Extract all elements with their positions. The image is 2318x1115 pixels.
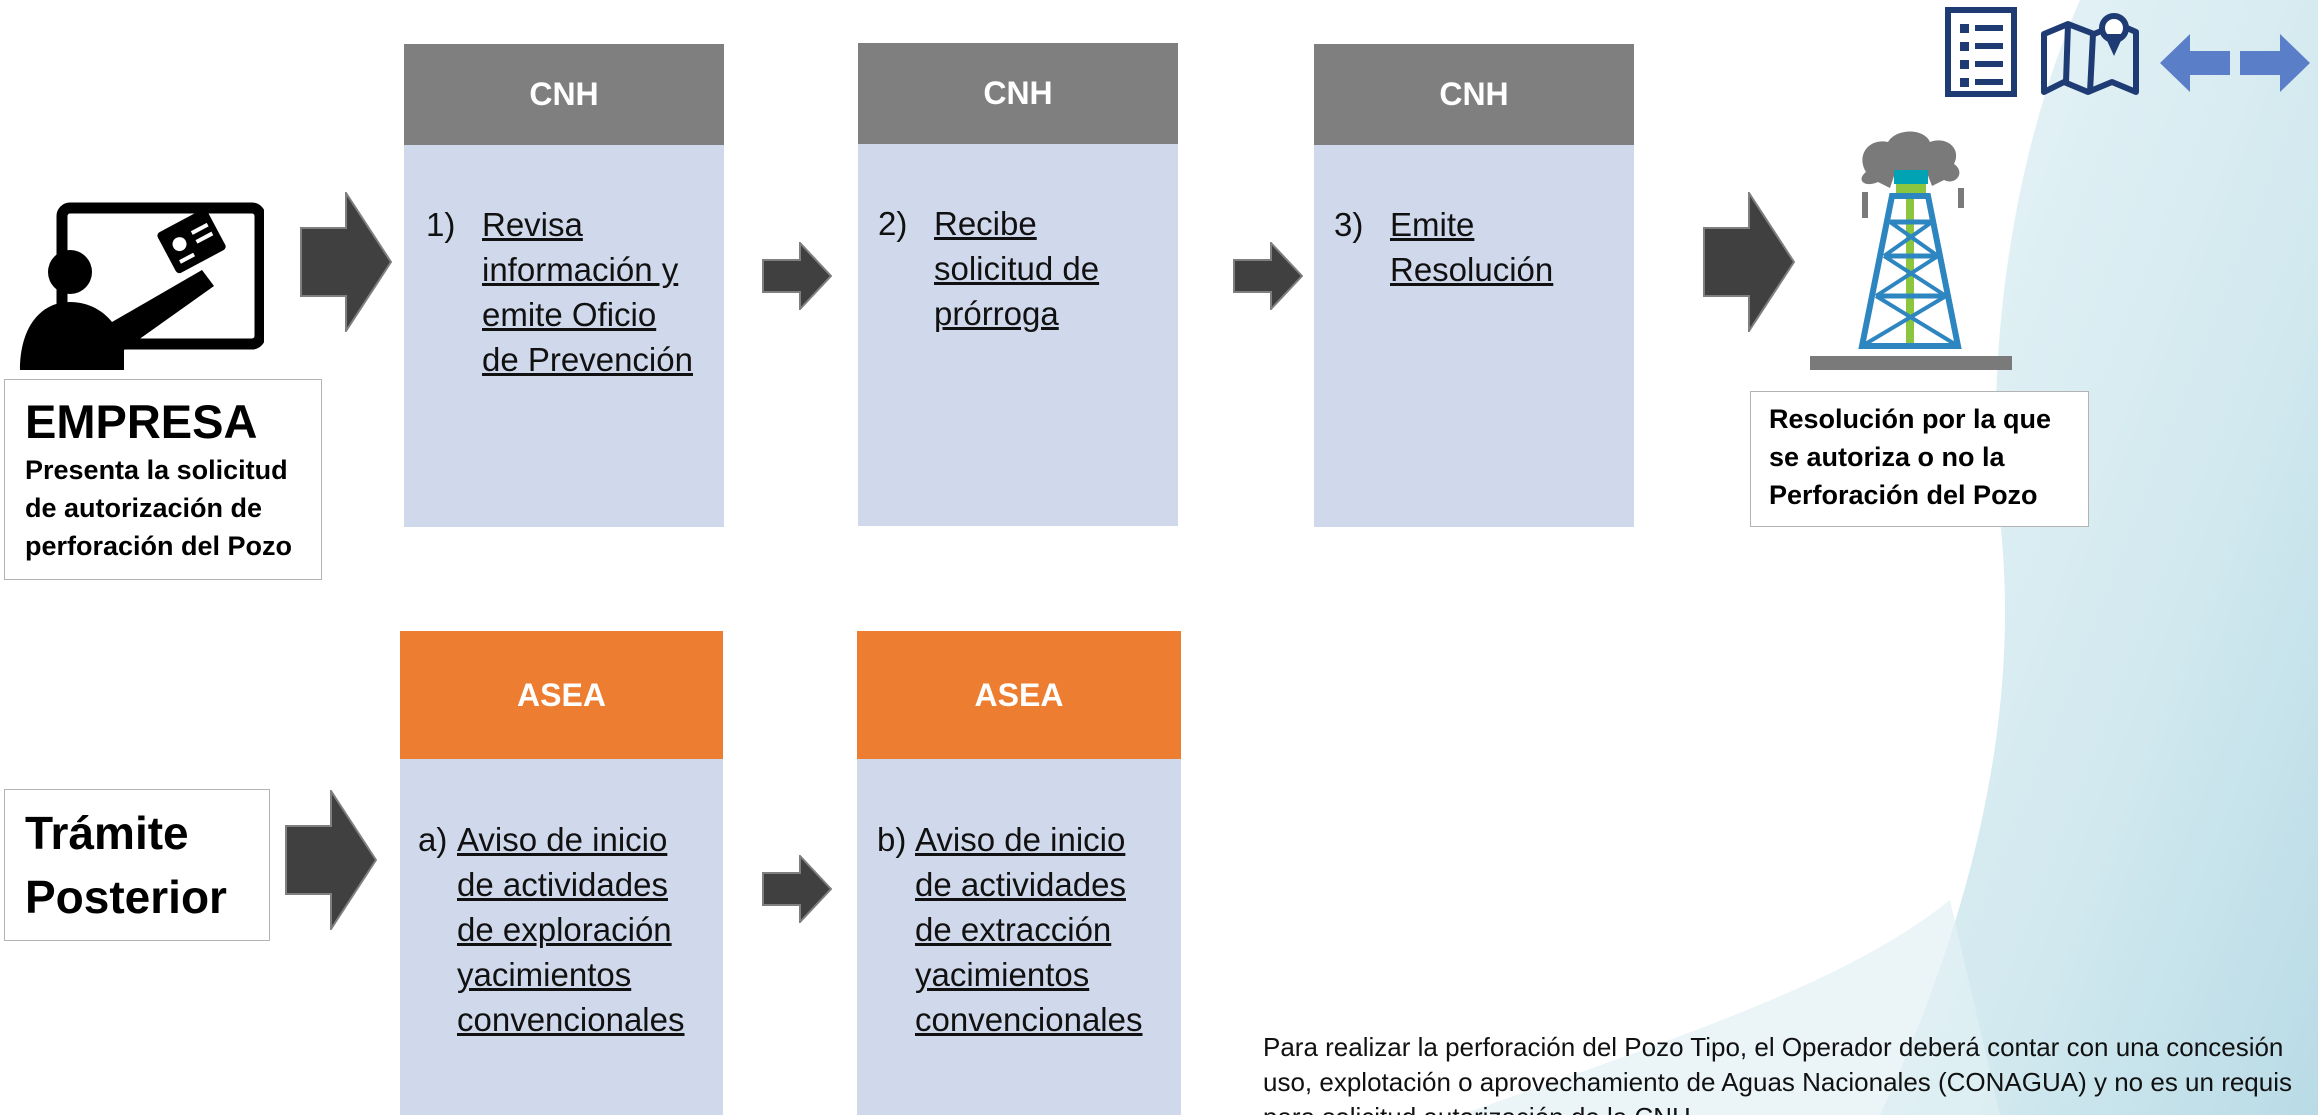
step-line: emite Oficio [482, 296, 657, 333]
step-line: yacimientos [915, 956, 1090, 993]
asea-step-box: ASEA a) Aviso de inicio de actividades d… [400, 631, 723, 1115]
tramite-line1: Trámite [25, 807, 189, 859]
step-line: Aviso de inicio [915, 821, 1126, 858]
step-number: b) [877, 821, 907, 858]
asea-step-text: a) Aviso de inicio de actividades de exp… [418, 817, 685, 1042]
step-description[interactable]: Emite Resolución [1390, 202, 1553, 292]
flow-arrow [762, 242, 832, 310]
asea-header: ASEA [857, 631, 1181, 759]
cnh-step-text: 1) Revisa información y emite Oficio de … [426, 202, 693, 382]
resolution-line2: se autoriza o no la [1769, 442, 2005, 472]
step-line: de actividades [457, 866, 668, 903]
cnh-step-box: CNH 2) Recibe solicitud de prórroga [858, 43, 1178, 526]
tramite-line2: Posterior [25, 871, 227, 923]
resolution-line1: Resolución por la que [1769, 404, 2052, 434]
asea-step-text: b) Aviso de inicio de actividades de ext… [877, 817, 1143, 1042]
step-line: Revisa [482, 206, 583, 243]
footnote-line: uso, explotación o aprovechamiento de Ag… [1263, 1067, 2293, 1097]
presenter-icon [20, 202, 264, 370]
cnh-header: CNH [404, 44, 724, 145]
resolution-box: Resolución por la que se autoriza o no l… [1750, 391, 2089, 527]
flow-arrow [300, 192, 392, 332]
flow-arrow [762, 855, 832, 923]
step-line: de exploración [457, 911, 672, 948]
asea-header: ASEA [400, 631, 723, 759]
list-icon[interactable] [1944, 6, 2020, 98]
step-line: convencionales [915, 1001, 1143, 1038]
step-number: 1) [426, 206, 456, 243]
step-number: 2) [878, 205, 908, 242]
step-description[interactable]: Revisa información y emite Oficio de Pre… [482, 202, 693, 382]
step-description[interactable]: Aviso de inicio de actividades de extrac… [915, 817, 1143, 1042]
step-line: información y [482, 251, 679, 288]
flow-arrow [1233, 242, 1303, 310]
step-number: 3) [1334, 206, 1364, 243]
step-description[interactable]: Aviso de inicio de actividades de explor… [457, 817, 685, 1042]
step-line: Aviso de inicio [457, 821, 668, 858]
cnh-header: CNH [858, 43, 1178, 144]
step-line: Recibe [934, 205, 1037, 242]
empresa-line3: perforación del Pozo [25, 531, 293, 561]
resolution-line3: Perforación del Pozo [1769, 480, 2038, 510]
asea-step-box: ASEA b) Aviso de inicio de actividades d… [857, 631, 1181, 1115]
step-line: solicitud de [934, 250, 1100, 287]
footnote: Para realizar la perforación del Pozo Ti… [1263, 1030, 2318, 1115]
flow-arrow [285, 790, 377, 930]
step-line: convencionales [457, 1001, 685, 1038]
oil-rig-icon [1810, 131, 2012, 370]
cnh-step-text: 3) Emite Resolución [1334, 202, 1553, 292]
arrow-left-icon[interactable] [2160, 34, 2230, 92]
tramite-posterior-box: Trámite Posterior [4, 789, 270, 941]
step-line: Resolución [1390, 251, 1554, 288]
map-icon[interactable] [2038, 12, 2142, 96]
flow-arrow [1703, 192, 1795, 332]
cnh-header: CNH [1314, 44, 1634, 145]
empresa-line1: Presenta la solicitud [25, 455, 288, 485]
step-line: yacimientos [457, 956, 632, 993]
cnh-step-text: 2) Recibe solicitud de prórroga [878, 201, 1099, 336]
step-line: de extracción [915, 911, 1112, 948]
footnote-line: Para realizar la perforación del Pozo Ti… [1263, 1032, 2284, 1062]
arrow-right-icon[interactable] [2240, 34, 2310, 92]
empresa-line2: de autorización de [25, 493, 263, 523]
cnh-step-box: CNH 3) Emite Resolución [1314, 44, 1634, 527]
empresa-box: EMPRESA Presenta la solicitud de autoriz… [4, 379, 322, 580]
step-line: Emite [1390, 206, 1475, 243]
cnh-step-box: CNH 1) Revisa información y emite Oficio… [404, 44, 724, 527]
step-description[interactable]: Recibe solicitud de prórroga [934, 201, 1099, 336]
empresa-title: EMPRESA [25, 395, 258, 448]
step-line: de actividades [915, 866, 1126, 903]
step-line: de Prevención [482, 341, 693, 378]
step-line: prórroga [934, 295, 1059, 332]
footnote-line: para solicitud autorización de la CNH [1263, 1100, 2318, 1115]
step-number: a) [418, 821, 448, 858]
